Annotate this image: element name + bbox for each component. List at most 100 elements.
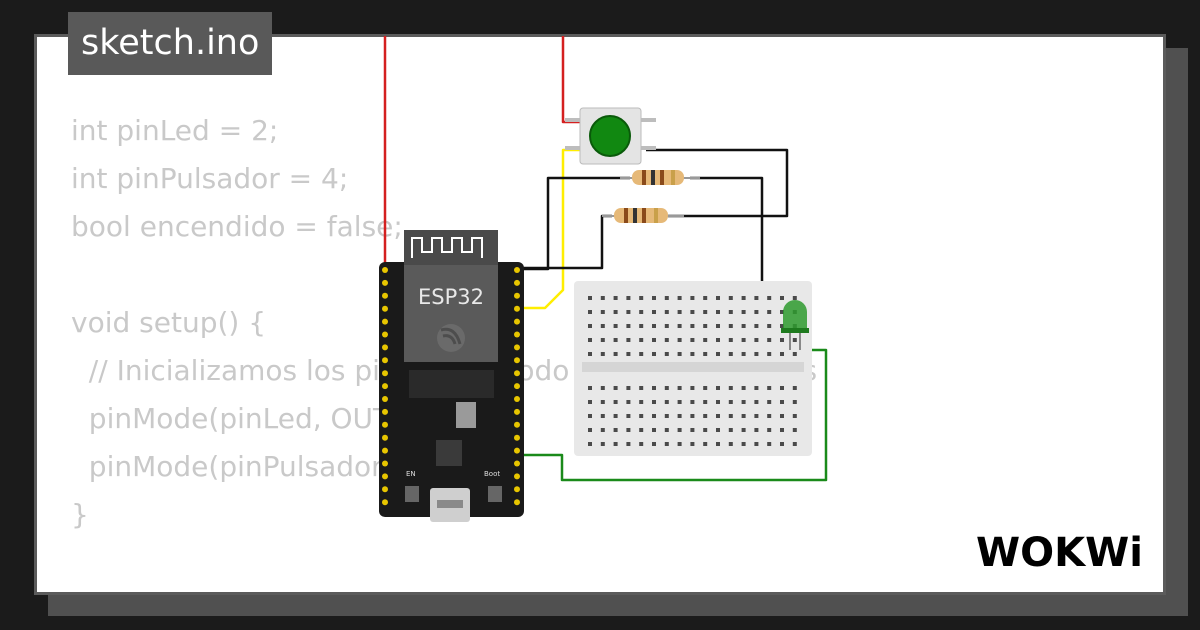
wire-red-button <box>561 36 580 124</box>
header-pin[interactable] <box>382 331 388 338</box>
header-pin[interactable] <box>514 357 520 364</box>
breadboard-hole <box>652 428 656 432</box>
breadboard-hole <box>600 310 605 314</box>
breadboard-hole <box>677 428 682 432</box>
pushbutton-cap-icon[interactable] <box>589 115 631 157</box>
header-pin[interactable] <box>382 267 388 273</box>
header-pin[interactable] <box>382 344 388 351</box>
header-pin[interactable] <box>514 447 520 454</box>
breadboard-hole <box>690 414 695 418</box>
breadboard-hole <box>664 386 669 390</box>
breadboard-hole <box>677 386 682 390</box>
breadboard-hole <box>741 386 746 390</box>
resistor-1[interactable] <box>620 170 700 185</box>
header-pin[interactable] <box>382 318 388 325</box>
breadboard-hole <box>690 400 695 404</box>
breadboard-hole <box>741 296 746 300</box>
header-pin[interactable] <box>382 396 388 402</box>
resistor-2[interactable] <box>602 208 684 223</box>
breadboard-hole <box>754 414 759 418</box>
breadboard-hole <box>652 338 656 342</box>
header-pin[interactable] <box>514 292 520 299</box>
breadboard-hole <box>588 352 592 356</box>
breadboard-hole <box>767 296 772 300</box>
en-button[interactable] <box>405 486 419 502</box>
pushbutton[interactable] <box>565 107 656 165</box>
breadboard-hole <box>600 386 605 390</box>
header-pin[interactable] <box>382 305 388 312</box>
sketch-title-tab[interactable]: sketch.ino <box>68 12 273 75</box>
breadboard-hole <box>703 442 708 446</box>
breadboard-hole <box>754 310 759 314</box>
breadboard-hole <box>754 338 759 342</box>
breadboard-hole <box>780 400 784 404</box>
breadboard-hole <box>613 338 618 342</box>
header-pin[interactable] <box>382 292 388 299</box>
breadboard-hole <box>639 400 644 404</box>
header-pin[interactable] <box>382 434 388 441</box>
breadboard-hole <box>690 442 695 446</box>
header-pin[interactable] <box>382 447 388 454</box>
breadboard-hole <box>652 296 656 300</box>
breadboard-hole <box>626 310 631 314</box>
breadboard-hole <box>613 400 618 404</box>
breadboard-hole <box>677 310 682 314</box>
header-pin[interactable] <box>382 460 388 467</box>
header-pin[interactable] <box>382 357 388 364</box>
breadboard-hole <box>600 428 605 432</box>
header-pin[interactable] <box>514 318 520 325</box>
header-pin[interactable] <box>382 486 388 493</box>
esp32-label: ESP32 <box>418 285 484 309</box>
header-pin[interactable] <box>514 499 520 506</box>
breadboard-hole <box>703 414 708 418</box>
breadboard-hole <box>639 386 644 390</box>
header-pin[interactable] <box>382 473 388 480</box>
header-pin[interactable] <box>382 421 388 428</box>
breadboard-hole <box>677 296 682 300</box>
header-pin[interactable] <box>514 421 520 428</box>
header-pin[interactable] <box>382 279 388 286</box>
header-pin[interactable] <box>514 331 520 338</box>
header-pin[interactable] <box>382 383 388 390</box>
breadboard-hole <box>767 324 772 328</box>
header-pin[interactable] <box>382 408 388 415</box>
header-pin[interactable] <box>514 473 520 480</box>
header-pin[interactable] <box>514 305 520 312</box>
breadboard-hole <box>703 310 708 314</box>
breadboard-hole <box>741 310 746 314</box>
breadboard-hole <box>664 352 669 356</box>
breadboard-hole <box>626 352 631 356</box>
breadboard[interactable] <box>574 281 812 456</box>
header-pin[interactable] <box>514 396 520 402</box>
header-pin[interactable] <box>514 434 520 441</box>
header-pin[interactable] <box>514 460 520 467</box>
esp32-board[interactable]: ESP32 EN Boot <box>379 230 524 522</box>
esp32-left-pins <box>382 267 388 506</box>
breadboard-hole <box>639 414 644 418</box>
header-pin[interactable] <box>514 344 520 351</box>
breadboard-hole <box>754 324 759 328</box>
breadboard-hole <box>600 296 605 300</box>
green-led[interactable] <box>781 300 809 350</box>
header-pin[interactable] <box>514 486 520 493</box>
header-pin[interactable] <box>382 499 388 506</box>
header-pin[interactable] <box>514 408 520 415</box>
header-pin[interactable] <box>514 279 520 286</box>
breadboard-hole <box>588 324 592 328</box>
breadboard-hole <box>652 310 656 314</box>
breadboard-hole <box>728 338 733 342</box>
breadboard-hole <box>767 386 772 390</box>
boot-button[interactable] <box>488 486 502 502</box>
breadboard-hole <box>600 338 605 342</box>
breadboard-hole <box>792 428 797 432</box>
header-pin[interactable] <box>514 383 520 390</box>
header-pin[interactable] <box>514 267 520 273</box>
breadboard-hole <box>664 400 669 404</box>
breadboard-hole <box>600 352 605 356</box>
breadboard-hole <box>767 338 772 342</box>
header-pin[interactable] <box>514 370 520 377</box>
header-pin[interactable] <box>382 370 388 377</box>
breadboard-hole <box>728 310 733 314</box>
breadboard-hole <box>780 296 784 300</box>
breadboard-holes <box>588 296 797 446</box>
